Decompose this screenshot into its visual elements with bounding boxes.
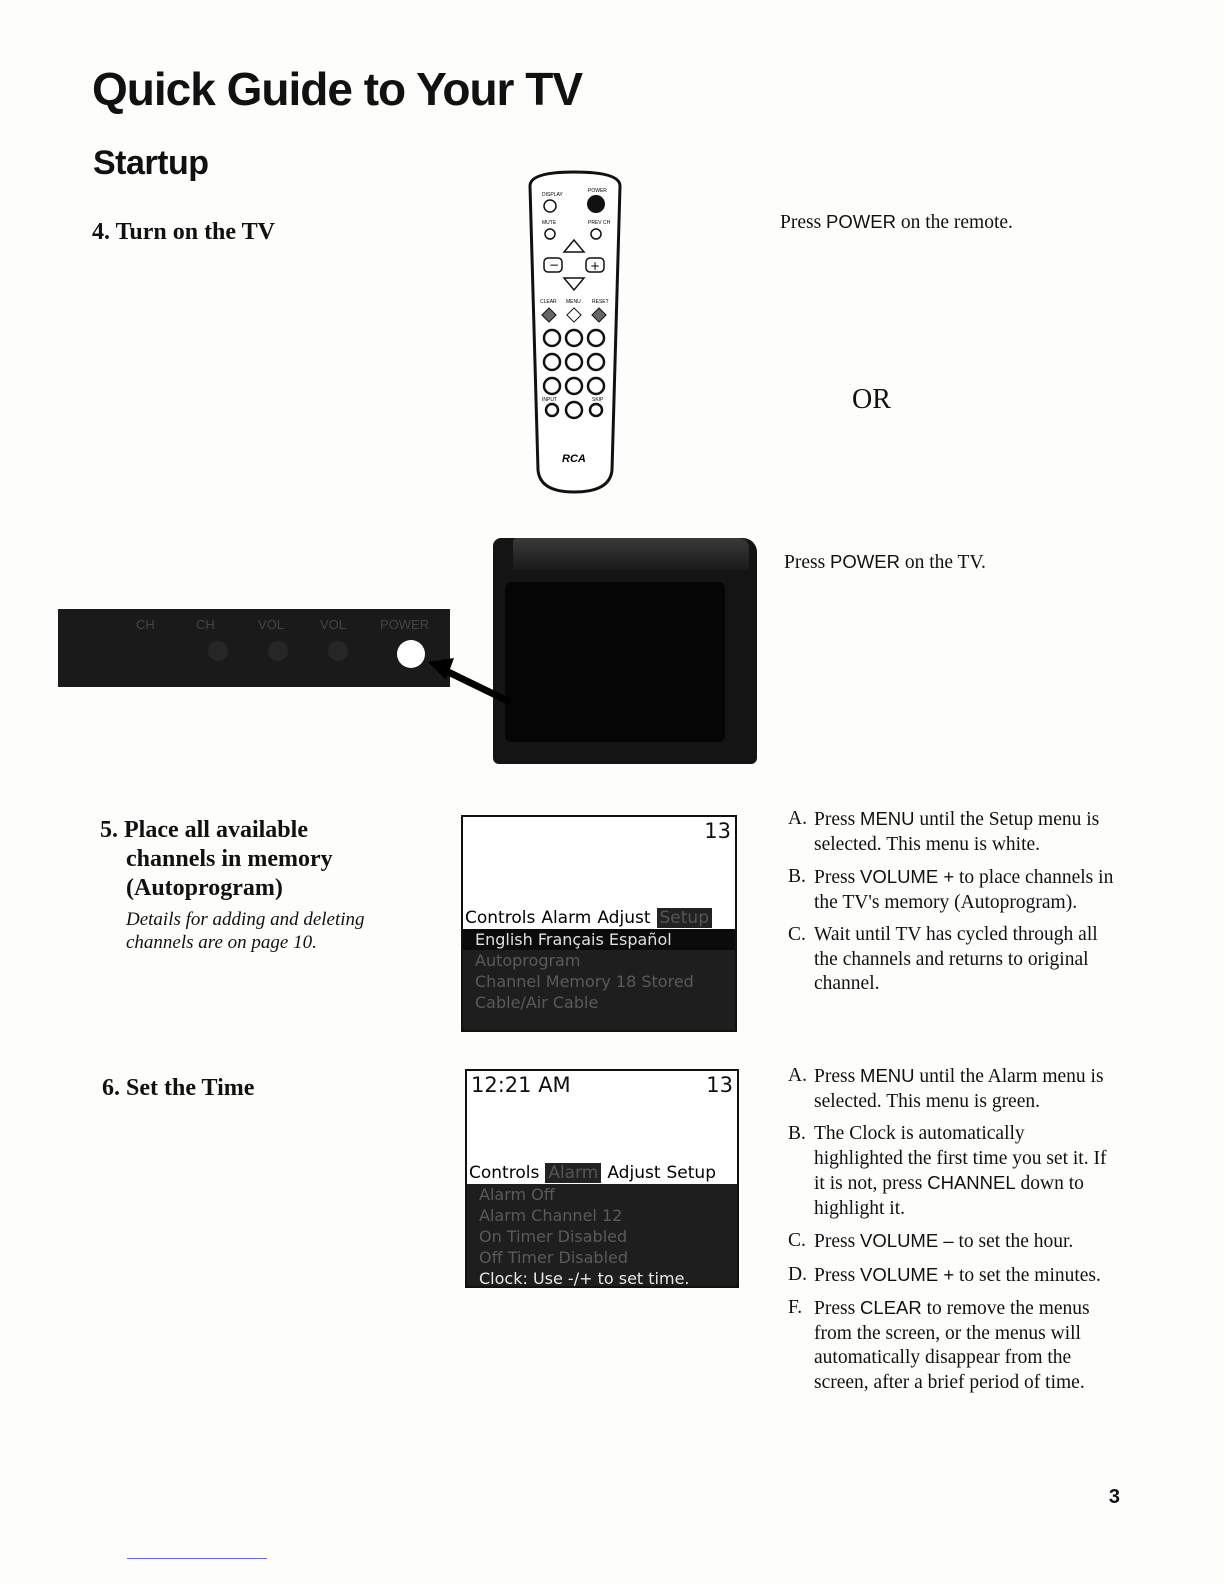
panel-line: Channel Memory 18 Stored	[475, 972, 694, 991]
page-title: Quick Guide to Your TV	[92, 63, 583, 115]
svg-text:DISPLAY: DISPLAY	[542, 192, 563, 198]
panel-line: Off Timer Disabled	[479, 1248, 629, 1267]
tv-front-panel: CH CH VOL VOL POWER	[58, 609, 450, 687]
step6-item-a: A.Press MENU until the Alarm menu is sel…	[788, 1065, 1104, 1112]
menu-setup: Setup	[666, 1163, 716, 1183]
tv-power-instruction: Press POWER on the TV.	[784, 551, 986, 573]
step5-note: Details for adding and deleting channels…	[126, 909, 365, 953]
remote-power-instruction: Press POWER on the remote.	[780, 211, 1013, 233]
setup-panel: English Français Español Autoprogram Cha…	[463, 929, 735, 1030]
step5-item-c: C.Wait until TV has cycled through all t…	[788, 924, 1098, 994]
menu-setup-selected: Setup	[656, 908, 712, 928]
step5-item-a: A.Press MENU until the Setup menu is sel…	[788, 808, 1100, 855]
step6-heading: 6. Set the Time	[102, 1075, 255, 1101]
menu-controls: Controls	[465, 908, 536, 928]
page-number: 3	[1108, 1486, 1120, 1508]
step6-instructions: A.Press MENU until the Alarm menu is sel…	[788, 1064, 1114, 1403]
step4-heading: 4. Turn on the TV	[92, 219, 275, 245]
panel-line: Cable/Air Cable	[475, 993, 599, 1012]
step6-item-b: B.The Clock is automatically highlighted…	[788, 1123, 1107, 1219]
panel-line: On Timer Disabled	[479, 1227, 628, 1246]
svg-text:POWER: POWER	[588, 188, 607, 194]
remote-control-illustration: DISPLAY POWER MUTE PREV CH − + CLEAR MEN…	[524, 170, 624, 496]
clock-instruction-line: Clock: Use -/+ to set time.	[479, 1269, 690, 1288]
svg-text:SKIP: SKIP	[592, 397, 604, 403]
language-options: English Français Español	[463, 929, 735, 950]
menu-controls: Controls	[469, 1163, 540, 1183]
svg-text:RESET: RESET	[592, 299, 609, 305]
svg-text:MUTE: MUTE	[542, 220, 557, 226]
step6-item-d: D.Press VOLUME + to set the minutes.	[788, 1263, 1101, 1286]
svg-text:RCA: RCA	[562, 453, 586, 465]
menu-adjust: Adjust	[607, 1163, 661, 1183]
channel-number: 13	[704, 819, 731, 843]
svg-text:INPUT: INPUT	[542, 397, 557, 403]
panel-line: Alarm Channel 12	[479, 1206, 623, 1225]
svg-text:PREV CH: PREV CH	[588, 220, 611, 226]
arrow-icon	[428, 658, 512, 706]
footer-rule	[127, 1558, 267, 1559]
section-title: Startup	[93, 144, 209, 182]
step5-item-b: B.Press VOLUME + to place channels in th…	[788, 866, 1114, 913]
or-label: OR	[852, 384, 891, 415]
menu-alarm: Alarm	[541, 908, 592, 928]
clock-time: 12:21 AM	[471, 1073, 571, 1097]
step5-instructions: A.Press MENU until the Setup menu is sel…	[788, 807, 1124, 1005]
panel-line: Autoprogram	[475, 951, 581, 970]
svg-text:CLEAR: CLEAR	[540, 299, 557, 305]
tv-illustration	[493, 538, 757, 764]
panel-line: Alarm Off	[479, 1185, 555, 1204]
alarm-panel: Alarm Off Alarm Channel 12 On Timer Disa…	[467, 1184, 737, 1288]
menu-alarm-selected: Alarm	[545, 1163, 602, 1183]
menu-adjust: Adjust	[597, 908, 651, 928]
power-button-highlight-icon	[397, 640, 425, 668]
channel-number: 13	[706, 1073, 733, 1097]
step5-heading: 5. Place all available channels in memor…	[100, 817, 333, 901]
svg-text:+: +	[590, 259, 600, 273]
step6-item-c: C.Press VOLUME – to set the hour.	[788, 1230, 1074, 1252]
svg-text:MENU: MENU	[566, 299, 581, 305]
step6-item-f: F.Press CLEAR to remove the menus from t…	[788, 1297, 1090, 1393]
svg-text:−: −	[549, 258, 559, 272]
